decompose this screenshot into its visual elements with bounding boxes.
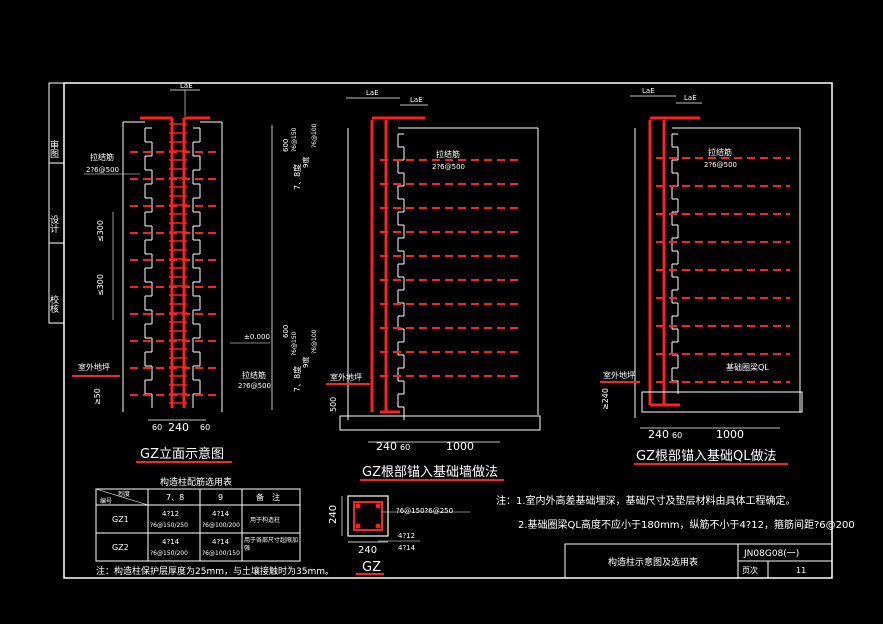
drawing-frame bbox=[63, 82, 833, 579]
fb-title: GZ根部锚入基础QL做法 bbox=[636, 449, 776, 464]
section-dim-h: 240 bbox=[328, 505, 339, 524]
side-label-3: 校核 bbox=[48, 294, 59, 314]
fw-title: GZ根部锚入基础墙做法 bbox=[362, 465, 498, 480]
side-label-2: 设计 bbox=[48, 215, 59, 234]
fb-lae-1: LaE bbox=[642, 87, 655, 95]
tie-spec-2: 2?6@500 bbox=[238, 382, 271, 390]
ground-label: 室外地坪 bbox=[78, 362, 110, 372]
table-corner-bottom: 编号 bbox=[100, 497, 112, 505]
section-bars-2: 4?14 bbox=[398, 544, 416, 552]
fb-tie-label: 拉结筋 bbox=[708, 147, 732, 157]
fw-dim-500: 500 bbox=[329, 397, 338, 412]
table-corner-top: 烈度 bbox=[118, 490, 130, 498]
fw-lae-2: LaE bbox=[410, 96, 423, 104]
table-header-78: 7、8 bbox=[166, 493, 184, 502]
elevation-mark: ±0.000 bbox=[244, 333, 270, 341]
titleblock-page-label: 页次 bbox=[742, 565, 758, 575]
section-label: GZ bbox=[362, 560, 381, 575]
fb-tie-spec: 2?6@500 bbox=[704, 161, 737, 169]
dim-600b: 600 bbox=[282, 325, 290, 338]
table-cell-note: 用于各部尺寸超限加强 bbox=[244, 537, 299, 552]
dim-9b: 9度 bbox=[301, 357, 310, 368]
table-header-9: 9 bbox=[218, 493, 223, 502]
table-header-note: 备 注 bbox=[256, 492, 280, 502]
table-cell: ?6@150/200 bbox=[150, 550, 188, 557]
fw-dim-1000: 1000 bbox=[446, 440, 474, 453]
dim-78a: 7、8度 bbox=[292, 164, 302, 190]
table-title: 构造柱配筋选用表 bbox=[160, 476, 232, 488]
table-cell: 4?12 bbox=[162, 510, 179, 518]
elevation-title: GZ立面示意图 bbox=[140, 446, 224, 462]
tie-spec: 2?6@500 bbox=[86, 166, 119, 174]
depth-dim: ≥50 bbox=[93, 388, 102, 405]
section-bars-1: 4?12 bbox=[398, 532, 415, 540]
fw-dim-60: 60 bbox=[400, 443, 410, 452]
table-cell: 4?14 bbox=[162, 538, 180, 546]
titleblock-name: 构造柱示意图及选用表 bbox=[608, 556, 698, 568]
fb-ground-label: 室外地坪 bbox=[603, 370, 635, 380]
fw-ground-label: 室外地坪 bbox=[330, 372, 362, 382]
table-cell: ?6@100/200 bbox=[202, 522, 240, 529]
side-label-1: 审图 bbox=[48, 139, 59, 159]
fb-lae-2: LaE bbox=[684, 94, 697, 102]
tie-label-2: 拉结筋 bbox=[242, 370, 266, 380]
fw-lae-1: LaE bbox=[366, 89, 379, 97]
foundation-beam-drawing: LaE LaE 拉结筋 2?6@500 基础圈梁QL 室外地坪 ≥240 240… bbox=[600, 87, 803, 465]
dim-60-left: 60 bbox=[152, 423, 162, 432]
spacing-mid: ≤300 bbox=[96, 274, 105, 296]
stir-a2: ?6@100 bbox=[311, 123, 318, 148]
titleblock-page-no: 11 bbox=[796, 566, 806, 575]
fb-depth: ≥240 bbox=[601, 388, 610, 410]
table-cell: ?6@100/150 bbox=[202, 550, 240, 557]
stir-b2: ?6@100 bbox=[311, 329, 318, 354]
dim-240: 240 bbox=[168, 421, 189, 434]
table-cell-id: GZ1 bbox=[112, 515, 129, 524]
table-cell: 4?14 bbox=[212, 538, 230, 546]
dim-78b: 7、8度 bbox=[292, 366, 302, 392]
section-dim-w: 240 bbox=[358, 545, 377, 556]
foundation-wall-drawing: LaE LaE 拉结筋 2?6@500 室外地坪 500 240 60 1000… bbox=[326, 89, 541, 481]
fw-dim-240: 240 bbox=[376, 440, 397, 453]
stir-b1: ?6@150 bbox=[291, 331, 298, 356]
table-cell-id: GZ2 bbox=[112, 543, 129, 552]
stir-a1: ?6@150 bbox=[291, 127, 298, 152]
elevation-drawing: LaE 拉结筋 2?6@500 ≤300 ≤300 室外地坪 ≥50 ±0.00… bbox=[72, 82, 318, 463]
table-cell: ?6@150/250 bbox=[150, 522, 188, 529]
fb-beam-label: 基础圈梁QL bbox=[726, 362, 769, 372]
spacing-top: ≤300 bbox=[96, 220, 105, 242]
dim-60-right: 60 bbox=[200, 423, 210, 432]
table-cell-note: 用于构造柱 bbox=[250, 516, 280, 524]
fw-tie-label: 拉结筋 bbox=[436, 149, 460, 159]
section-stirrup: ?6@150?6@250 bbox=[396, 507, 453, 515]
dim-600a: 600 bbox=[282, 139, 290, 152]
gz-section: 240 240 ?6@150?6@250 4?12 4?14 GZ bbox=[328, 495, 470, 575]
rebar-table: 构造柱配筋选用表 烈度 编号 7、8 9 备 注 GZ1 4?12 ?6@150… bbox=[95, 476, 334, 577]
fb-dim-1000: 1000 bbox=[716, 428, 744, 441]
fb-dim-60: 60 bbox=[672, 431, 682, 440]
titleblock-code: JN08G08(一) bbox=[743, 549, 799, 559]
dim-9a: 9度 bbox=[301, 157, 310, 168]
table-cell: 4?14 bbox=[212, 510, 230, 518]
note-1: 注：1.室内外高差基础埋深，基础尺寸及垫层材料由具体工程确定。 bbox=[496, 494, 796, 507]
lae-label: LaE bbox=[180, 82, 193, 90]
table-footnote: 注：构造柱保护层厚度为25mm，与土壤接触时为35mm。 bbox=[96, 565, 334, 577]
note-2: 2.基础圈梁QL高度不应小于180mm，纵筋不小于4?12，箍筋间距?6@200 bbox=[518, 518, 855, 531]
side-strip bbox=[48, 82, 65, 324]
fb-dim-240: 240 bbox=[648, 428, 669, 441]
fw-tie-spec: 2?6@500 bbox=[432, 163, 465, 171]
title-block: 构造柱示意图及选用表 JN08G08(一) 页次 11 bbox=[564, 543, 833, 579]
tie-label: 拉结筋 bbox=[90, 152, 114, 162]
